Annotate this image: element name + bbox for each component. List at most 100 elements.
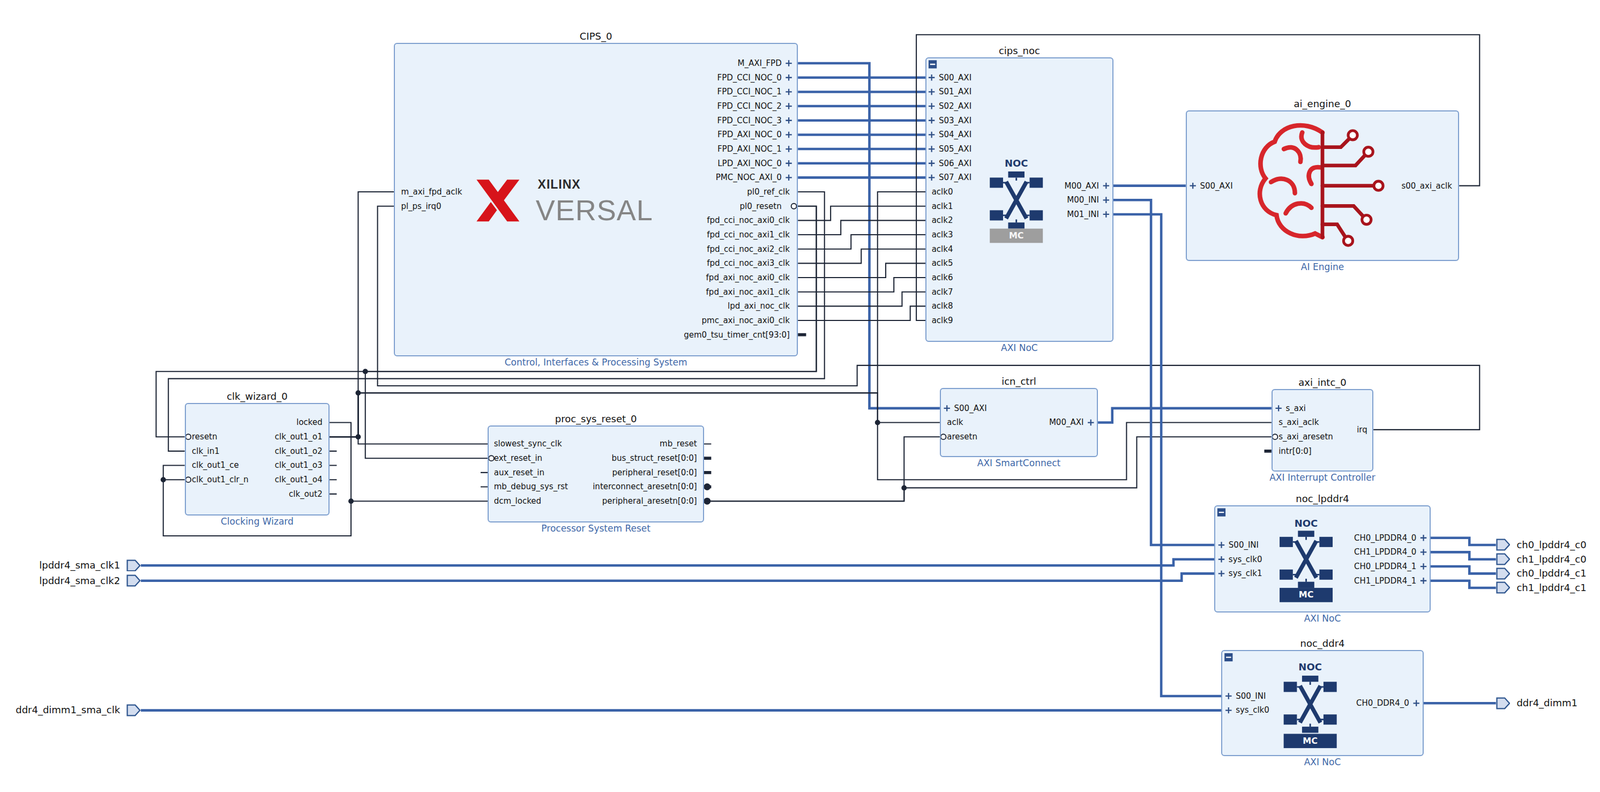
pin-name: m_axi_fpd_aclk (400, 187, 462, 197)
pin-name: FPD_CCI_NOC_2 (717, 101, 782, 111)
pin-name: S02_AXI (938, 101, 972, 111)
block-fill (393, 42, 798, 357)
logo-text: VERSAL (535, 195, 654, 225)
block-fill (1221, 649, 1424, 757)
pin-name: FPD_AXI_NOC_1 (717, 144, 782, 154)
pin-name: S04_AXI (938, 130, 972, 140)
pin-name: CH0_LPDDR4_0 (1354, 533, 1417, 543)
pin-name: clk_out2 (288, 489, 323, 499)
pin-name: CH1_LPDDR4_1 (1354, 576, 1417, 586)
interface-plus-marker (785, 60, 1427, 714)
mc-bar (1283, 733, 1337, 749)
bus-connector (797, 161, 926, 165)
port-name: ch0_lpddr4_c1 (1516, 567, 1587, 579)
port-shape (1496, 567, 1511, 580)
port-name: ddr4_dimm1_sma_clk (15, 705, 121, 716)
pin-name: clk_out1_o2 (274, 446, 323, 456)
locked-feedback-wire (163, 465, 351, 536)
port-name: ddr4_dimm1 (1516, 697, 1578, 709)
io-port: ddr4_dimm1_sma_clk (126, 704, 141, 717)
pin-name: dcm_locked (494, 496, 542, 506)
active-low-bubble (185, 203, 1278, 483)
pin-name: S06_AXI (938, 158, 972, 168)
wire-connector (329, 392, 1272, 480)
bus-connector (797, 76, 926, 79)
pin-name: aclk8 (931, 301, 954, 311)
port-outline (1496, 567, 1510, 579)
bus-connector (797, 90, 926, 94)
pin-name: M00_AXI (1064, 181, 1099, 191)
pin-name: s00_axi_aclk (1401, 181, 1452, 191)
wire-connector (168, 191, 825, 452)
mc-label: MC (1298, 589, 1314, 600)
bus-connector (797, 176, 926, 179)
port-shape (1496, 538, 1511, 551)
pin-name: M00_INI (1066, 195, 1099, 205)
pin-name: s_axi_aresetn (1278, 432, 1334, 442)
pin-name: lpd_axi_noc_clk (727, 301, 790, 311)
bus-connector (1097, 408, 1272, 423)
bus-connector (1430, 566, 1497, 574)
wire-connector (329, 392, 940, 437)
pin-name: interconnect_aresetn[0:0] (592, 482, 697, 492)
pin-name: slowest_sync_clk (494, 439, 563, 449)
pin-name: S01_AXI (938, 87, 972, 97)
pin-name: locked (296, 417, 323, 428)
pin-name: intr[0:0] (1278, 446, 1312, 456)
pin-name: aclk4 (931, 244, 954, 254)
pin-name: bus_struct_reset[0:0] (611, 453, 697, 463)
pin-name: mb_reset (659, 439, 698, 449)
pin-name: S00_INI (1228, 540, 1259, 550)
pin-name: aclk5 (931, 258, 954, 268)
block-type-name: Clocking Wizard (220, 516, 294, 527)
pin-name: FPD_CCI_NOC_3 (717, 115, 782, 125)
block-type-name: AXI Interrupt Controller (1269, 472, 1376, 483)
port-outline (127, 559, 141, 571)
pin-name: fpd_axi_noc_axi0_clk (706, 273, 790, 283)
wire-connector (329, 191, 926, 437)
pin-name: aclk1 (931, 201, 954, 211)
pin-name: resetn (191, 432, 218, 442)
mc-bar (1279, 587, 1333, 603)
bus-connector (797, 63, 940, 409)
block-instance-name: proc_sys_reset_0 (555, 413, 638, 425)
block-type-name: AXI NoC (1304, 613, 1342, 624)
block-instance-name: ai_engine_0 (1294, 98, 1352, 110)
wire-connector (797, 292, 926, 307)
noc-label: NOC (1298, 662, 1322, 674)
bus-connector (140, 573, 1215, 581)
wire-connector (365, 206, 817, 459)
io-port: lpddr4_sma_clk2 (126, 574, 141, 587)
wire-connector (797, 249, 926, 264)
bus-connector (797, 133, 926, 137)
wire-connector (797, 263, 926, 278)
wire-connector (329, 436, 488, 444)
pin-name: pmc_axi_noc_axi0_clk (701, 316, 790, 326)
pin-name: LPD_AXI_NOC_0 (717, 158, 782, 168)
port-name: ch1_lpddr4_c0 (1516, 554, 1587, 565)
block-type-name: Control, Interfaces & Processing System (504, 357, 688, 368)
block-type-name: Processor System Reset (541, 523, 651, 534)
block-type-name: AXI NoC (1304, 757, 1342, 768)
port-shape (126, 574, 141, 587)
pin-name: S07_AXI (938, 173, 972, 183)
pin-name: sys_clk0 (1228, 554, 1263, 564)
port-outline (1496, 539, 1510, 551)
wire-connector (797, 206, 926, 221)
io-port: ch1_lpddr4_c0 (1496, 552, 1511, 566)
noc-icon (989, 171, 1337, 734)
mc-bar (989, 228, 1043, 244)
block-instance-name: icn_ctrl (1001, 376, 1037, 387)
io-port: ddr4_dimm1 (1496, 697, 1511, 710)
port-name: lpddr4_sma_clk1 (39, 559, 121, 571)
pin-name: FPD_CCI_NOC_1 (717, 87, 782, 97)
wire-connector (797, 220, 926, 235)
pin-name: aclk7 (931, 287, 954, 297)
bus-connector (1113, 214, 1222, 697)
pin-name: ext_reset_in (494, 453, 543, 463)
wire-connector (704, 436, 1272, 502)
pin-name: aresetn (946, 432, 978, 442)
block-instance-name: CIPS_0 (579, 31, 613, 42)
pin-name: S05_AXI (938, 144, 972, 154)
wire-connector (916, 34, 1480, 321)
